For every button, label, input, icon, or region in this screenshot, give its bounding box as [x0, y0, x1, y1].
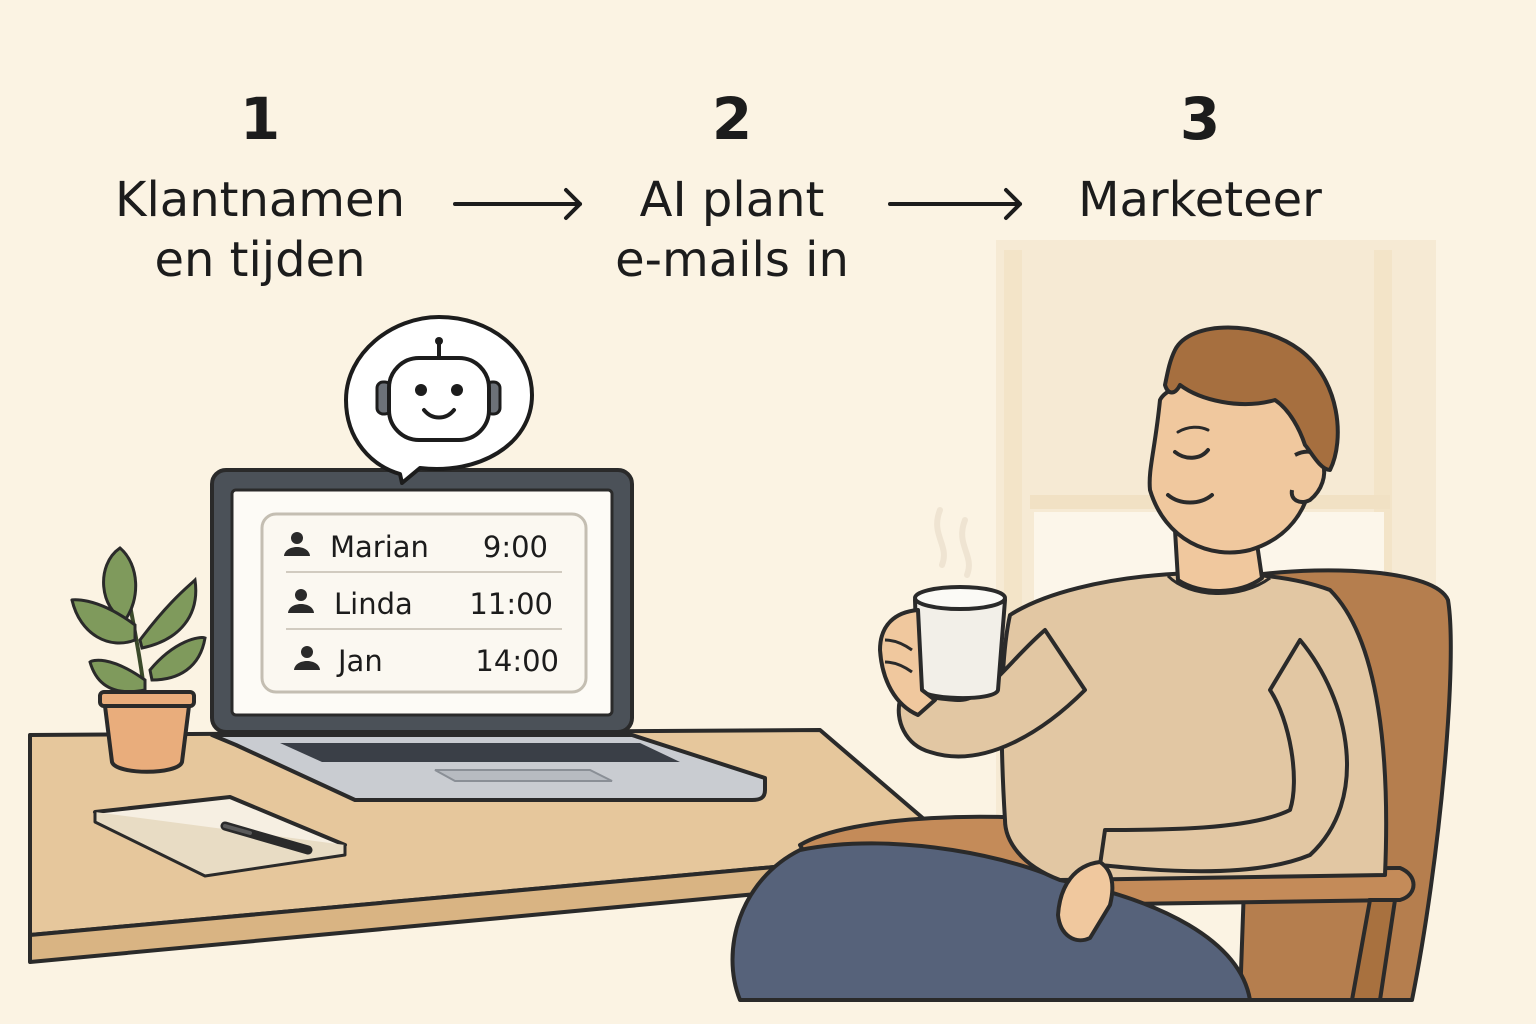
arrow-right-icon: [888, 188, 1022, 220]
pen: [220, 821, 313, 855]
notebook: [93, 795, 347, 878]
schedule-time: 14:00: [475, 644, 559, 678]
step-label-line: en tijden: [154, 232, 366, 288]
schedule-name: Linda: [334, 587, 413, 621]
robot-speech-bubble: [344, 315, 534, 485]
coffee-mug: [878, 507, 1007, 717]
robot-icon: [375, 337, 502, 442]
step-number: 1: [239, 85, 281, 153]
step-label-line: e-mails in: [615, 232, 849, 288]
step-1: 1 Klantnamen en tijden: [60, 88, 460, 290]
schedule-name: Marian: [330, 530, 429, 564]
schedule-name: Jan: [336, 644, 383, 678]
step-2: 2 AI plant e-mails in: [532, 88, 932, 290]
step-label-line: AI plant: [639, 172, 825, 228]
potted-plant: [70, 546, 207, 774]
schedule-time: 11:00: [469, 587, 553, 621]
person-icon: [294, 646, 320, 670]
schedule-time: 9:00: [483, 530, 548, 564]
schedule-card: Marian 9:00 Linda 11:00 Jan 14:00: [260, 512, 588, 694]
step-label: Klantnamen en tijden: [60, 170, 460, 290]
arrow-right-icon: [453, 188, 582, 220]
step-label-line: Marketeer: [1078, 172, 1322, 228]
step-number: 3: [1179, 85, 1221, 153]
schedule-row: Jan 14:00: [294, 644, 559, 678]
step-label: AI plant e-mails in: [532, 170, 932, 290]
person-icon: [284, 532, 310, 556]
step-number: 2: [711, 85, 753, 153]
step-label-line: Klantnamen: [114, 172, 405, 228]
person-icon: [288, 589, 314, 613]
relaxed-person: [730, 325, 1389, 1002]
schedule-row: Marian 9:00: [284, 530, 548, 564]
schedule-row: Linda 11:00: [288, 587, 553, 621]
